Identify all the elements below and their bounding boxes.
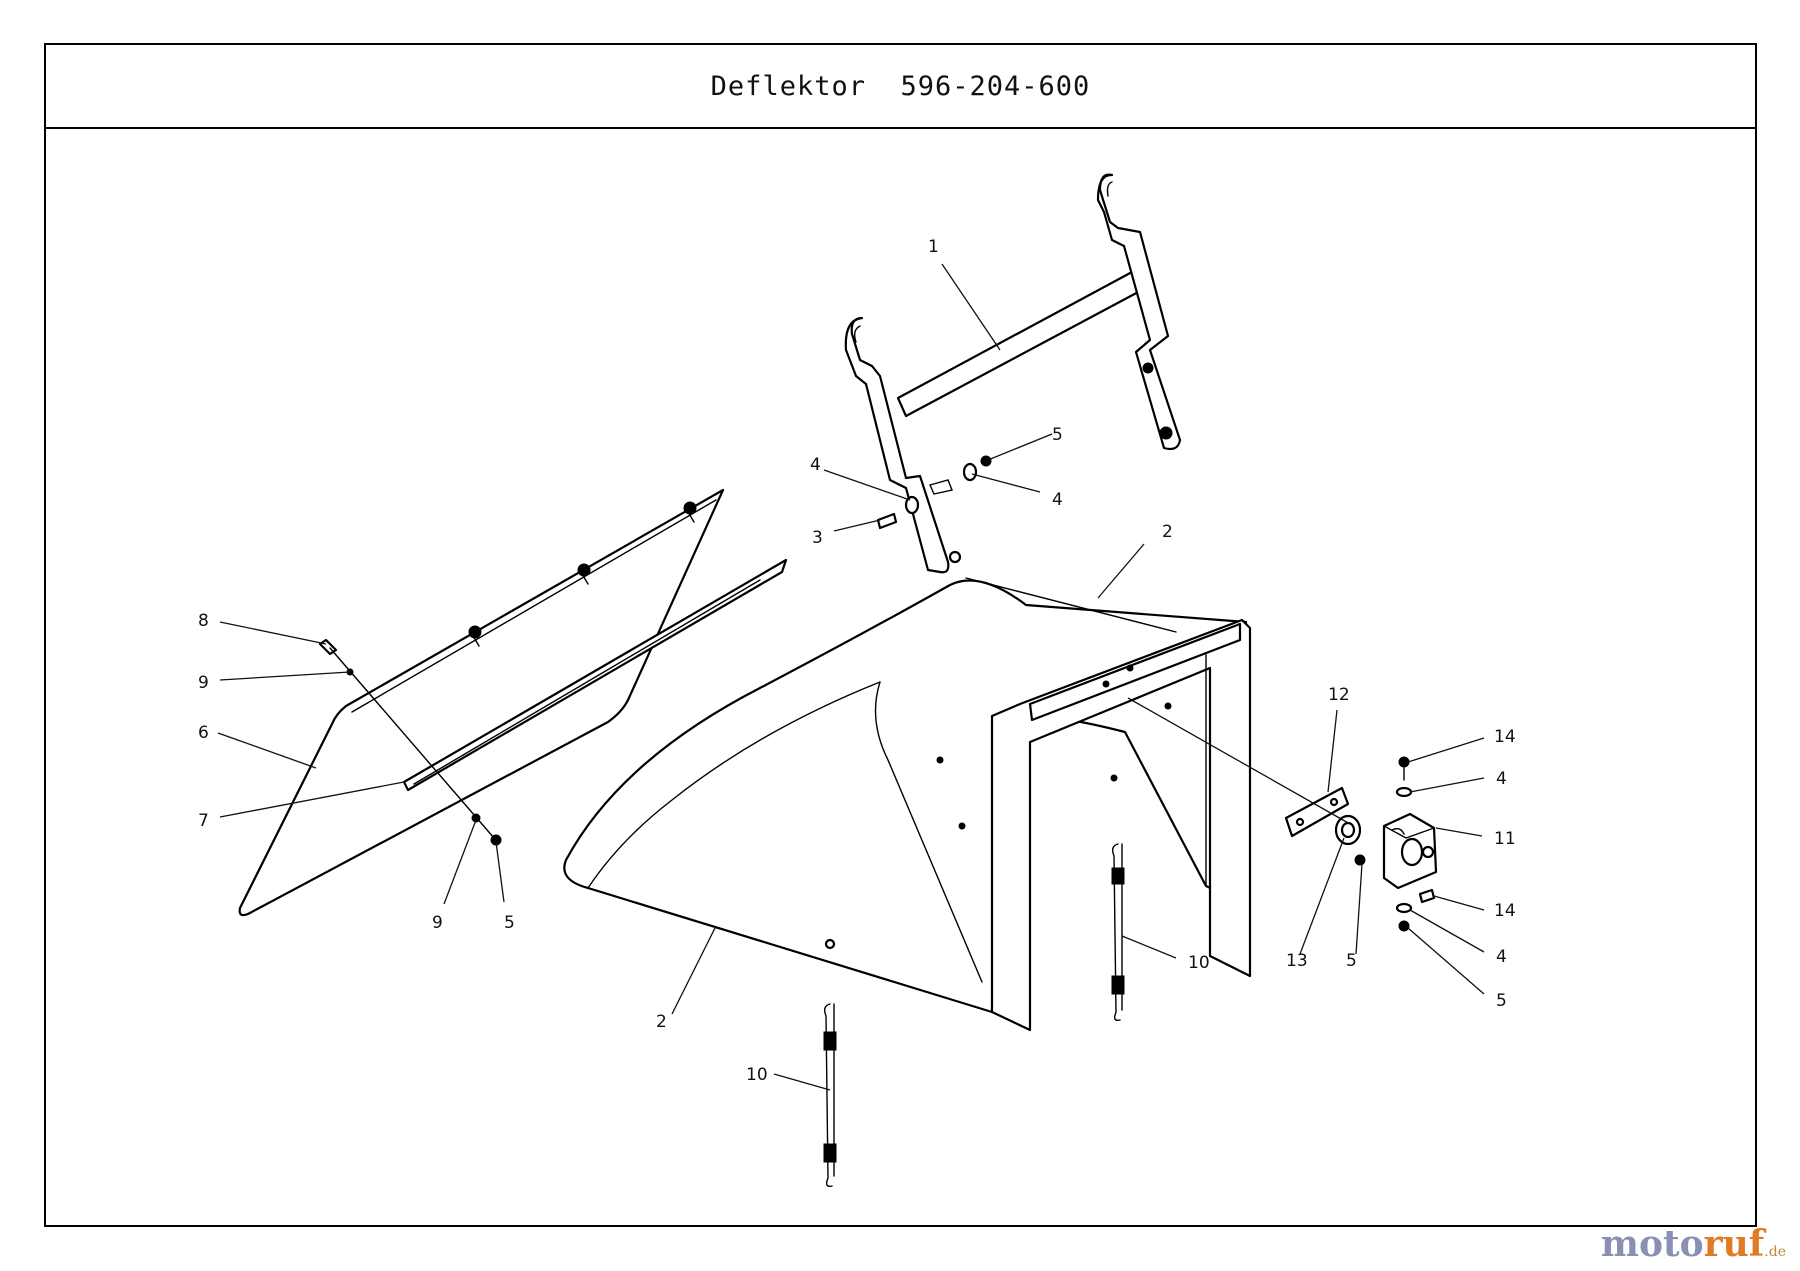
callout-5-hinge-bottom: 5 (1496, 991, 1507, 1011)
callout-3: 3 (812, 528, 823, 548)
brand-part2: ruf (1703, 1223, 1765, 1265)
part-7-flap-rail (402, 558, 788, 792)
callout-6: 6 (198, 723, 209, 743)
part-12-spacer-plate (1284, 786, 1350, 838)
part-13-bushing (1334, 814, 1362, 846)
title-block: Deflektor 596-204-600 (46, 45, 1755, 129)
leader-lines (217, 263, 1485, 1091)
callout-10-lower: 10 (746, 1065, 768, 1085)
callout-11: 11 (1494, 829, 1516, 849)
callout-labels: 1 2 2 3 4 4 4 4 5 5 5 5 6 7 8 9 9 10 10 … (198, 237, 1516, 1085)
callout-4-hinge-bottom: 4 (1496, 947, 1507, 967)
callout-7: 7 (198, 811, 209, 831)
part-11-hinge-block (1382, 812, 1438, 890)
part-10-spring-upper (1111, 843, 1125, 1022)
brand-logo: motoruf.de (1601, 1223, 1786, 1265)
part-1-mounting-frame (844, 173, 1182, 574)
part-2-deflector-housing (563, 577, 1252, 1032)
callout-14-top: 14 (1494, 727, 1516, 747)
part-10-spring-lower (823, 1003, 837, 1188)
drawing-name: Deflektor (710, 70, 866, 102)
callout-13: 13 (1286, 951, 1308, 971)
callout-8: 8 (198, 611, 209, 631)
brand-suffix: .de (1764, 1244, 1786, 1260)
callout-9-top: 9 (198, 673, 209, 693)
callout-9-bottom: 9 (432, 913, 443, 933)
callout-5-upper: 5 (1052, 425, 1063, 445)
callout-4-hinge-top: 4 (1496, 769, 1507, 789)
drawing-title: Deflektor 596-204-600 (711, 71, 1091, 102)
callout-2-top: 2 (1162, 522, 1173, 542)
drawing-part-number: 596-204-600 (900, 70, 1091, 102)
drawing-frame: Deflektor 596-204-600 (44, 43, 1757, 1227)
callout-4-upper-right: 4 (1052, 490, 1063, 510)
callout-5-hinge: 5 (1346, 951, 1357, 971)
callout-10-upper: 10 (1188, 953, 1210, 973)
hardware-fasteners (318, 455, 1436, 932)
callout-1: 1 (928, 237, 939, 257)
callout-12: 12 (1328, 685, 1350, 705)
callout-14-bottom: 14 (1494, 901, 1516, 921)
part-6-deflector-flap (238, 488, 725, 917)
callout-2-bottom: 2 (656, 1012, 667, 1032)
callout-5-flap: 5 (504, 913, 515, 933)
callout-4-left: 4 (810, 455, 821, 475)
brand-part1: moto (1600, 1223, 1704, 1265)
